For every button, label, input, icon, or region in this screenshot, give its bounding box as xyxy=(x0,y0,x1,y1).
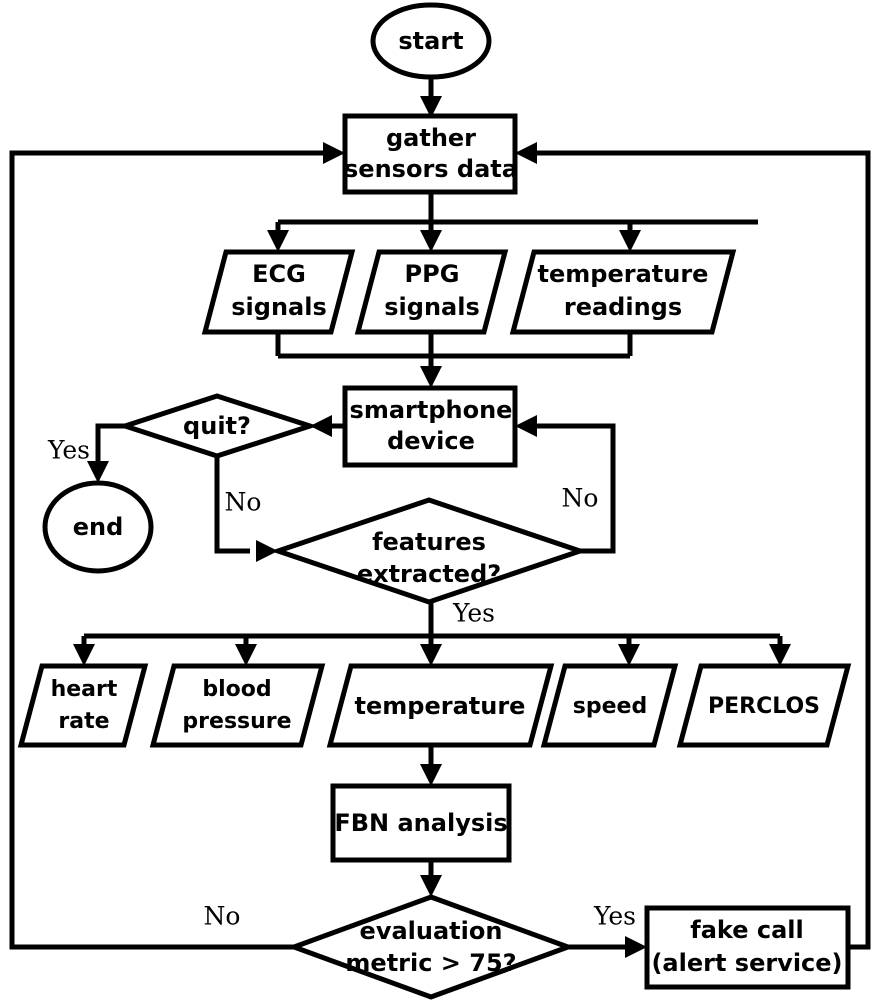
edge-label-eval-no: No xyxy=(204,902,241,931)
node-fbn-label: FBN analysis xyxy=(334,809,507,837)
arrowhead-bus-to-temp-readings xyxy=(619,230,641,252)
arrowhead-quit-yes-to-end xyxy=(87,461,109,483)
node-features-decision[interactable]: features extracted? xyxy=(270,497,588,605)
node-temp-readings-line1: temperature xyxy=(538,260,709,288)
arrowhead-merge-to-smartphone xyxy=(420,366,442,388)
arrowhead-bus-to-blood-pressure xyxy=(235,644,257,666)
node-perclos[interactable]: PERCLOS xyxy=(676,663,852,748)
node-start-label: start xyxy=(398,27,463,55)
node-features-line2: extracted? xyxy=(357,560,501,588)
node-gather-line1: gather xyxy=(386,124,476,152)
node-ecg-line2: signals xyxy=(231,293,326,321)
arrowhead-fbn-to-evaluation xyxy=(420,875,442,897)
node-ecg-line1: ECG xyxy=(252,260,306,288)
arrowhead-left-loop-to-gather xyxy=(323,142,345,164)
arrowhead-eval-yes-to-fake-call xyxy=(625,936,647,958)
node-fake-call-line1: fake call xyxy=(690,916,803,944)
node-evaluation-decision[interactable]: evaluation metric > 75? xyxy=(286,894,576,1000)
node-speed-line1: speed xyxy=(573,694,647,719)
edge-eval-no-loop-to-gather xyxy=(9,150,331,950)
arrowhead-quit-no-to-features xyxy=(256,540,278,562)
edge-label-features-no: No xyxy=(562,484,599,513)
node-perclos-line1: PERCLOS xyxy=(708,694,820,719)
edge-label-quit-yes: Yes xyxy=(47,436,90,465)
node-quit-label: quit? xyxy=(183,412,251,440)
arrowhead-bus-to-temperature xyxy=(420,644,442,666)
node-evaluation-line2: metric > 75? xyxy=(345,949,516,977)
node-fbn-analysis[interactable]: FBN analysis xyxy=(330,783,512,863)
arrowhead-right-loop-to-gather xyxy=(515,142,537,164)
node-end-label: end xyxy=(73,513,124,541)
edge-label-features-yes: Yes xyxy=(452,599,495,628)
node-heart-rate-line1: heart xyxy=(51,677,118,702)
node-temperature-line1: temperature xyxy=(355,692,526,720)
node-gather-line2: sensors data xyxy=(344,155,518,183)
node-smartphone-line1: smartphone xyxy=(350,396,513,424)
node-blood-pressure-line2: pressure xyxy=(182,709,291,734)
edge-label-eval-yes: Yes xyxy=(593,902,636,931)
arrowhead-bus-to-ecg xyxy=(267,230,289,252)
node-ppg-signals[interactable]: PPG signals xyxy=(354,249,509,335)
node-temp-readings-line2: readings xyxy=(564,293,682,321)
arrowhead-features-no-to-smartphone xyxy=(515,415,537,437)
node-smartphone-line2: device xyxy=(387,427,475,455)
arrowhead-bus-to-speed xyxy=(618,644,640,666)
node-heart-rate-line2: rate xyxy=(58,709,109,734)
node-end[interactable]: end xyxy=(42,480,154,574)
node-heart-rate[interactable]: heart rate xyxy=(17,663,149,748)
node-temperature-readings[interactable]: temperature readings xyxy=(509,249,737,335)
edge-features-no-to-smartphone xyxy=(529,423,616,554)
node-temperature[interactable]: temperature xyxy=(326,663,555,748)
node-evaluation-line1: evaluation xyxy=(360,917,503,945)
node-ppg-line1: PPG xyxy=(405,260,460,288)
node-speed[interactable]: speed xyxy=(540,663,679,748)
node-start[interactable]: start xyxy=(370,2,492,80)
edge-fake-call-loop-to-gather xyxy=(529,150,871,950)
arrowhead-smartphone-to-quit xyxy=(310,415,332,437)
arrowhead-bus-to-ppg xyxy=(420,230,442,252)
arrowhead-bus-to-heart-rate xyxy=(73,644,95,666)
node-ppg-line2: signals xyxy=(384,293,479,321)
node-quit-decision[interactable]: quit? xyxy=(116,393,319,459)
node-blood-pressure-line1: blood xyxy=(202,677,271,702)
arrowhead-start-to-gather xyxy=(420,96,442,118)
node-ecg-signals[interactable]: ECG signals xyxy=(201,249,356,335)
node-fake-call-line2: (alert service) xyxy=(651,949,842,977)
node-blood-pressure[interactable]: blood pressure xyxy=(149,663,326,748)
edge-quit-yes-to-end xyxy=(95,423,125,469)
node-gather-sensors-data[interactable]: gather sensors data xyxy=(342,113,518,195)
node-features-line1: features xyxy=(372,528,486,556)
arrowhead-temperature-to-fbn xyxy=(420,764,442,786)
node-smartphone-device[interactable]: smartphone device xyxy=(342,385,518,468)
edge-label-quit-no: No xyxy=(225,488,262,517)
node-fake-call[interactable]: fake call (alert service) xyxy=(644,905,851,990)
edge-quit-no-to-features xyxy=(214,456,250,554)
arrowhead-bus-to-perclos xyxy=(769,644,791,666)
